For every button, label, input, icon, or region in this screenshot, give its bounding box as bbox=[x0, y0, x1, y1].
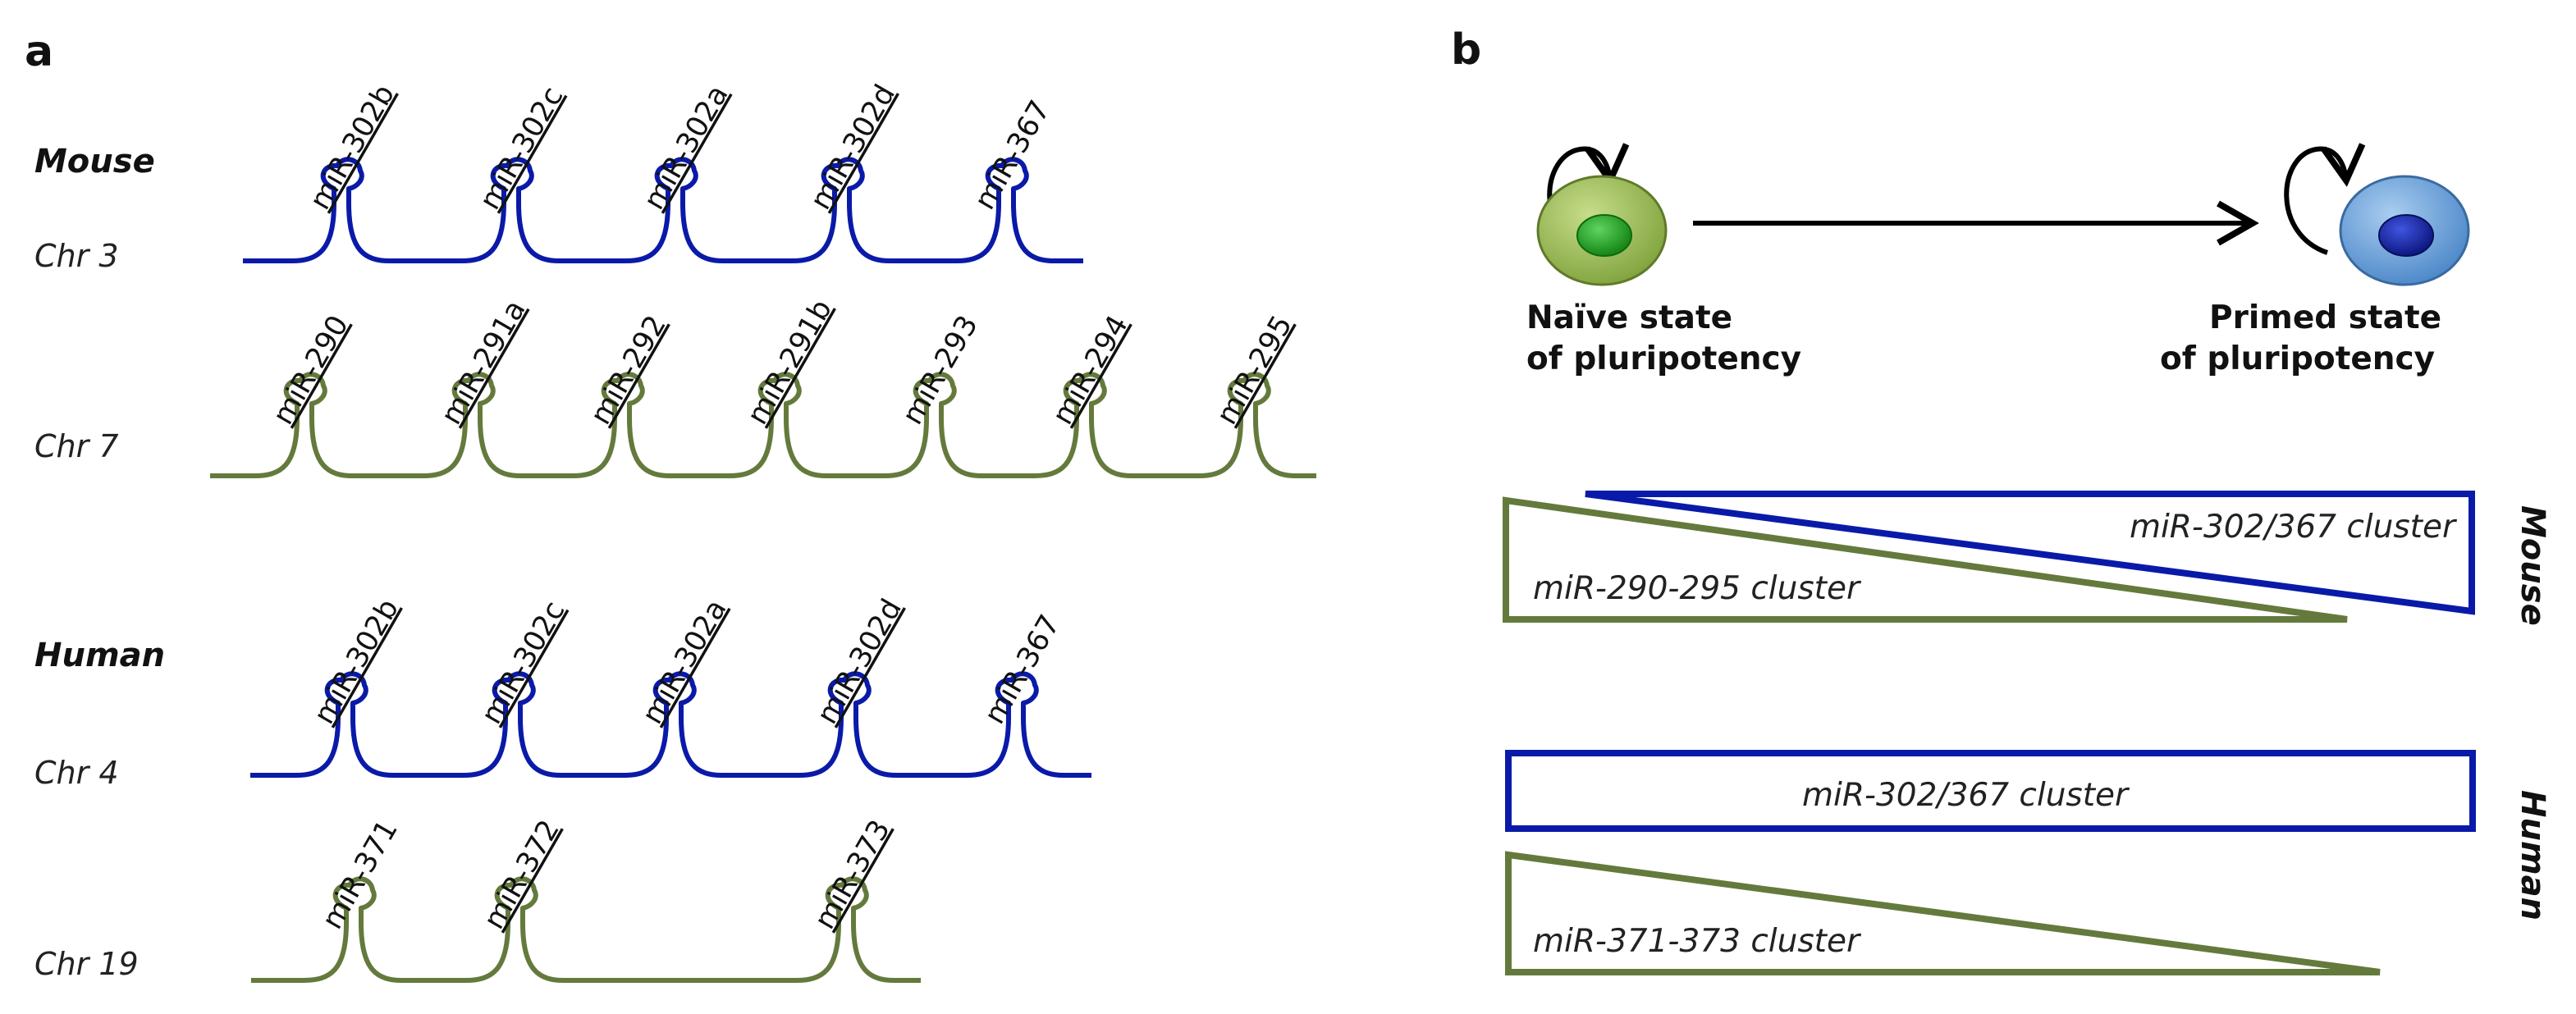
chromosome-label-human-chr4: Chr 4 bbox=[34, 755, 119, 791]
naive-cell bbox=[1536, 143, 1668, 286]
human-mir302-bar bbox=[1505, 750, 2476, 832]
mirna-label: miR-302b bbox=[308, 594, 405, 730]
chromosome-label-mouse-chr7: Chr 7 bbox=[34, 428, 119, 464]
species-label-mouse: Mouse bbox=[34, 143, 155, 180]
chromosome-label-mouse-chr3: Chr 3 bbox=[34, 238, 119, 274]
chromosome-label-human-chr19: Chr 19 bbox=[34, 946, 139, 982]
naive-cell-nucleus bbox=[1576, 214, 1632, 257]
mirna-label: miR-302c bbox=[474, 81, 570, 215]
panel-b-label: b bbox=[1451, 25, 1481, 75]
mirna-label: miR-302d bbox=[804, 80, 902, 216]
primed-state-label-line2: of pluripotency bbox=[2160, 340, 2435, 377]
mouse-mir290-cluster-label: miR-290-295 cluster bbox=[1533, 570, 1862, 607]
mirna-label: miR-302b bbox=[304, 80, 401, 216]
mirna-label: miR-302a bbox=[638, 80, 734, 215]
species-label-mouse-b: Mouse bbox=[2514, 505, 2551, 626]
species-label-human: Human bbox=[34, 637, 165, 674]
chromosome-line bbox=[210, 372, 1316, 478]
species-label-human-b: Human bbox=[2514, 790, 2551, 920]
chromosome-line bbox=[250, 671, 1091, 778]
human-mir302-cluster-label: miR-302/367 cluster bbox=[1802, 777, 2130, 814]
self-renewal-arrow-primed bbox=[2284, 143, 2366, 255]
human-mir371-wedge bbox=[1505, 851, 2381, 975]
naive-state-label-line1: Naïve state bbox=[1526, 299, 1732, 336]
mirna-label: miR-291a bbox=[435, 295, 532, 430]
panel-a-label: a bbox=[25, 27, 53, 76]
mouse-mir302-cluster-label: miR-302/367 cluster bbox=[2130, 509, 2458, 546]
primed-state-label-line1: Primed state bbox=[2209, 299, 2441, 336]
mirna-label: miR-302a bbox=[636, 594, 733, 729]
naive-state-label-line2: of pluripotency bbox=[1526, 340, 1801, 377]
mouse-mir290-wedge bbox=[1503, 496, 2348, 623]
mirna-label: miR-291b bbox=[741, 295, 839, 431]
chromosome-line bbox=[243, 157, 1083, 263]
mirna-label: miR-302d bbox=[811, 594, 908, 730]
human-mir371-cluster-label: miR-371-373 cluster bbox=[1533, 923, 1862, 960]
primed-cell-nucleus bbox=[2378, 214, 2434, 257]
mirna-label: miR-302c bbox=[475, 596, 571, 729]
chromosome-line bbox=[251, 876, 921, 983]
primed-cell bbox=[2284, 143, 2470, 286]
mouse-mir302-wedge bbox=[1585, 491, 2475, 615]
